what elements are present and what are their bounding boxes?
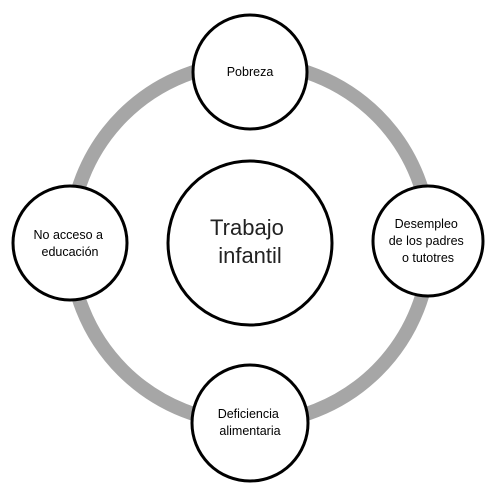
node-no-acceso-line-1: No acceso a: [34, 228, 104, 242]
node-pobreza-label: Pobreza: [227, 65, 274, 79]
center-label-line-2: infantil: [218, 243, 282, 268]
node-deficiencia-label: Deficiencia alimentaria: [218, 407, 283, 438]
node-deficiencia: Deficiencia alimentaria: [190, 363, 310, 483]
node-pobreza-line-1: Pobreza: [227, 65, 274, 79]
node-pobreza-circle: [191, 13, 309, 131]
node-deficiencia-line-1: Deficiencia: [218, 407, 279, 421]
center-node: Trabajo infantil: [166, 159, 334, 327]
node-desempleo: Desempleo de los padres o tutotres: [371, 184, 485, 298]
node-deficiencia-circle: [190, 363, 310, 483]
node-desempleo-line-1: Desempleo: [395, 217, 458, 231]
node-desempleo-line-2: de los padres: [389, 234, 464, 248]
node-pobreza: Pobreza: [191, 13, 309, 131]
node-desempleo-label: Desempleo de los padres o tutotres: [389, 217, 468, 265]
node-no-acceso: No acceso a educación: [11, 184, 129, 302]
center-label-line-1: Trabajo: [210, 215, 284, 240]
node-desempleo-line-3: o tutotres: [402, 251, 454, 265]
node-desempleo-circle: [371, 184, 485, 298]
node-no-acceso-circle: [11, 184, 129, 302]
center-node-circle: [166, 159, 334, 327]
center-node-label: Trabajo infantil: [210, 215, 290, 268]
node-no-acceso-label: No acceso a educación: [34, 228, 107, 259]
node-no-acceso-line-2: educación: [42, 245, 99, 259]
node-deficiencia-line-2: alimentaria: [219, 424, 280, 438]
